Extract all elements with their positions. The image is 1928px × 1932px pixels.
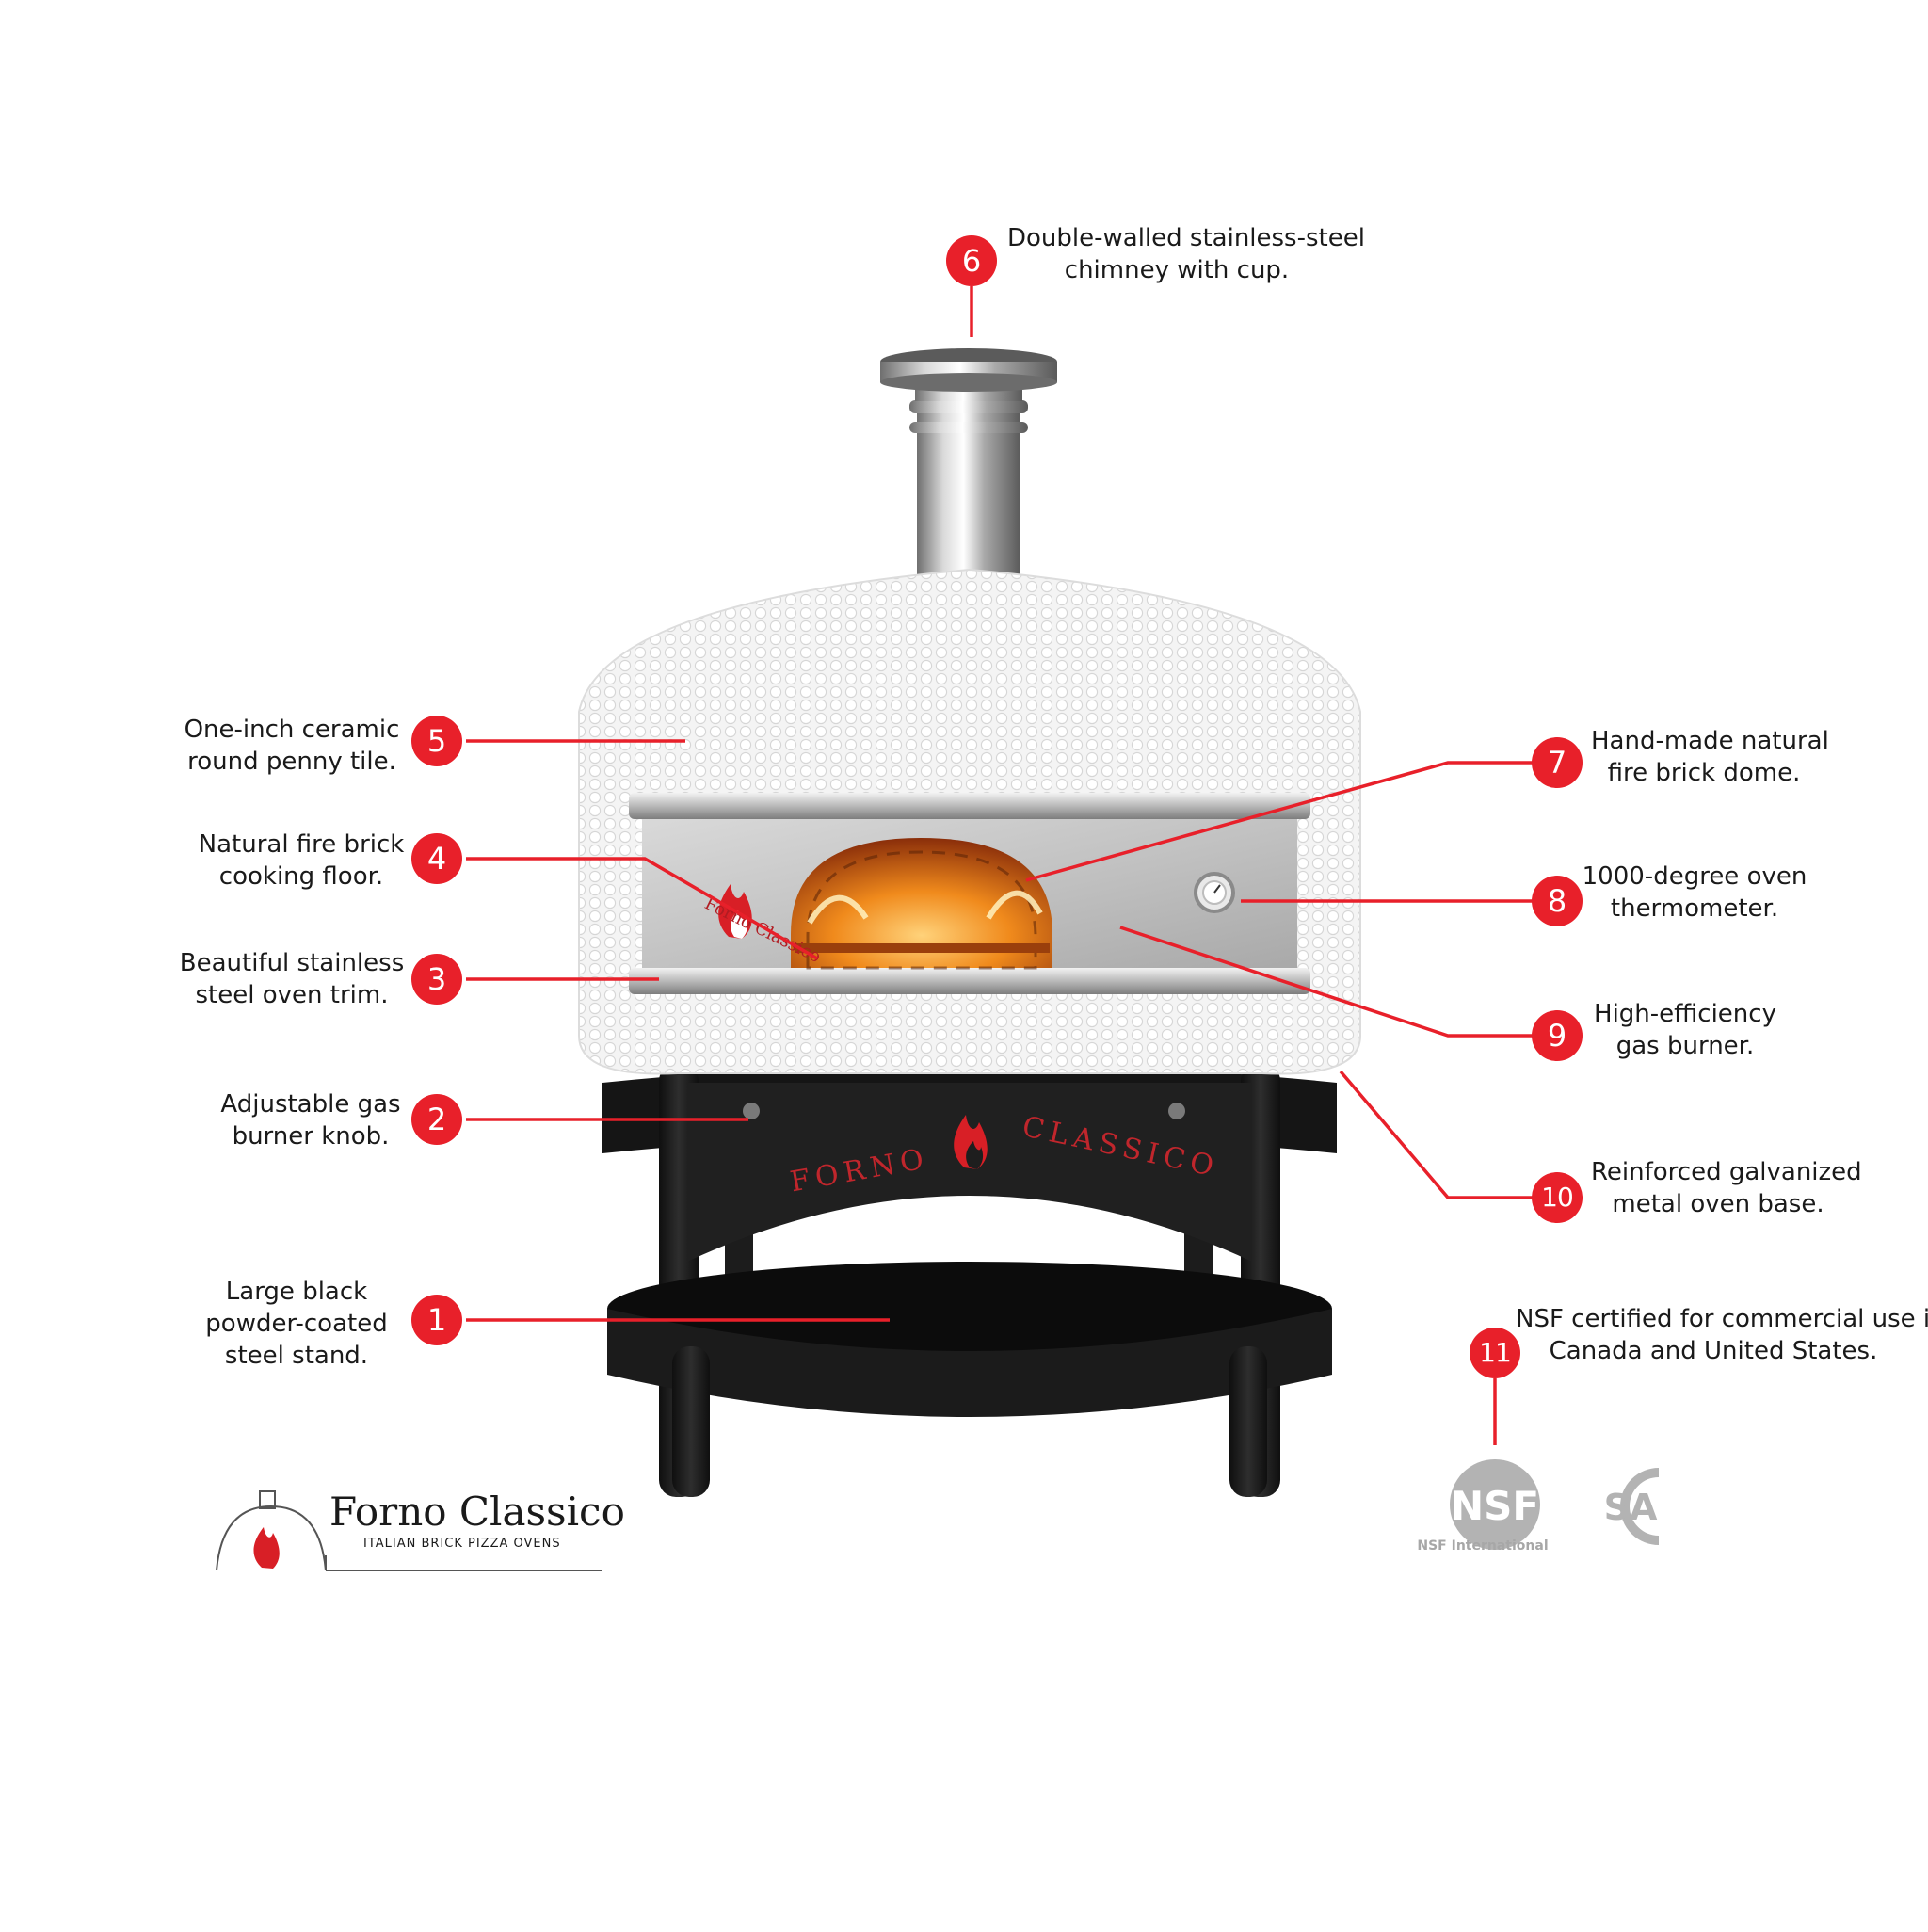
callout-badge-11: 11: [1470, 1328, 1520, 1378]
oven-mouth: [791, 838, 1052, 970]
leader-7: [1025, 761, 1544, 882]
callout-badge-4: 4: [411, 833, 462, 884]
nsf-caption: NSF International: [1417, 1538, 1549, 1554]
callout-badge-7: 7: [1532, 737, 1583, 788]
callout-badge-8: 8: [1532, 876, 1583, 926]
leader-4: [466, 857, 818, 960]
brand-name: Forno Classico: [329, 1489, 625, 1535]
brand-logo-mark: [216, 1490, 602, 1571]
steel-stand: [602, 1064, 1337, 1497]
callout-badge-1: 1: [411, 1295, 462, 1345]
callout-badge-5: 5: [411, 716, 462, 766]
callout-badge-6: 6: [946, 235, 997, 286]
csa-mark-text: SA: [1604, 1487, 1658, 1528]
leader-10: [1339, 1070, 1544, 1199]
upper-steel-trim: [629, 793, 1310, 819]
thermometer: [1194, 872, 1235, 913]
leader-9: [1119, 926, 1544, 1038]
chimney: [880, 348, 1057, 584]
callout-badge-10: 10: [1532, 1172, 1583, 1223]
brand-logo: Forno Classico ITALIAN BRICK PIZZA OVENS: [213, 1478, 625, 1572]
nsf-mark-text: NSF: [1451, 1483, 1539, 1529]
brand-tagline: ITALIAN BRICK PIZZA OVENS: [363, 1537, 561, 1551]
leader-lines: [466, 286, 1544, 1445]
lower-steel-trim: [629, 968, 1310, 994]
callout-badge-2: 2: [411, 1094, 462, 1145]
stand-flame-logo: [954, 1115, 988, 1169]
csa-certification-mark: SA: [1604, 1468, 1660, 1545]
callout-badge-9: 9: [1532, 1010, 1583, 1061]
nsf-certification-mark: NSF: [1450, 1459, 1540, 1550]
callout-badge-3: 3: [411, 954, 462, 1005]
